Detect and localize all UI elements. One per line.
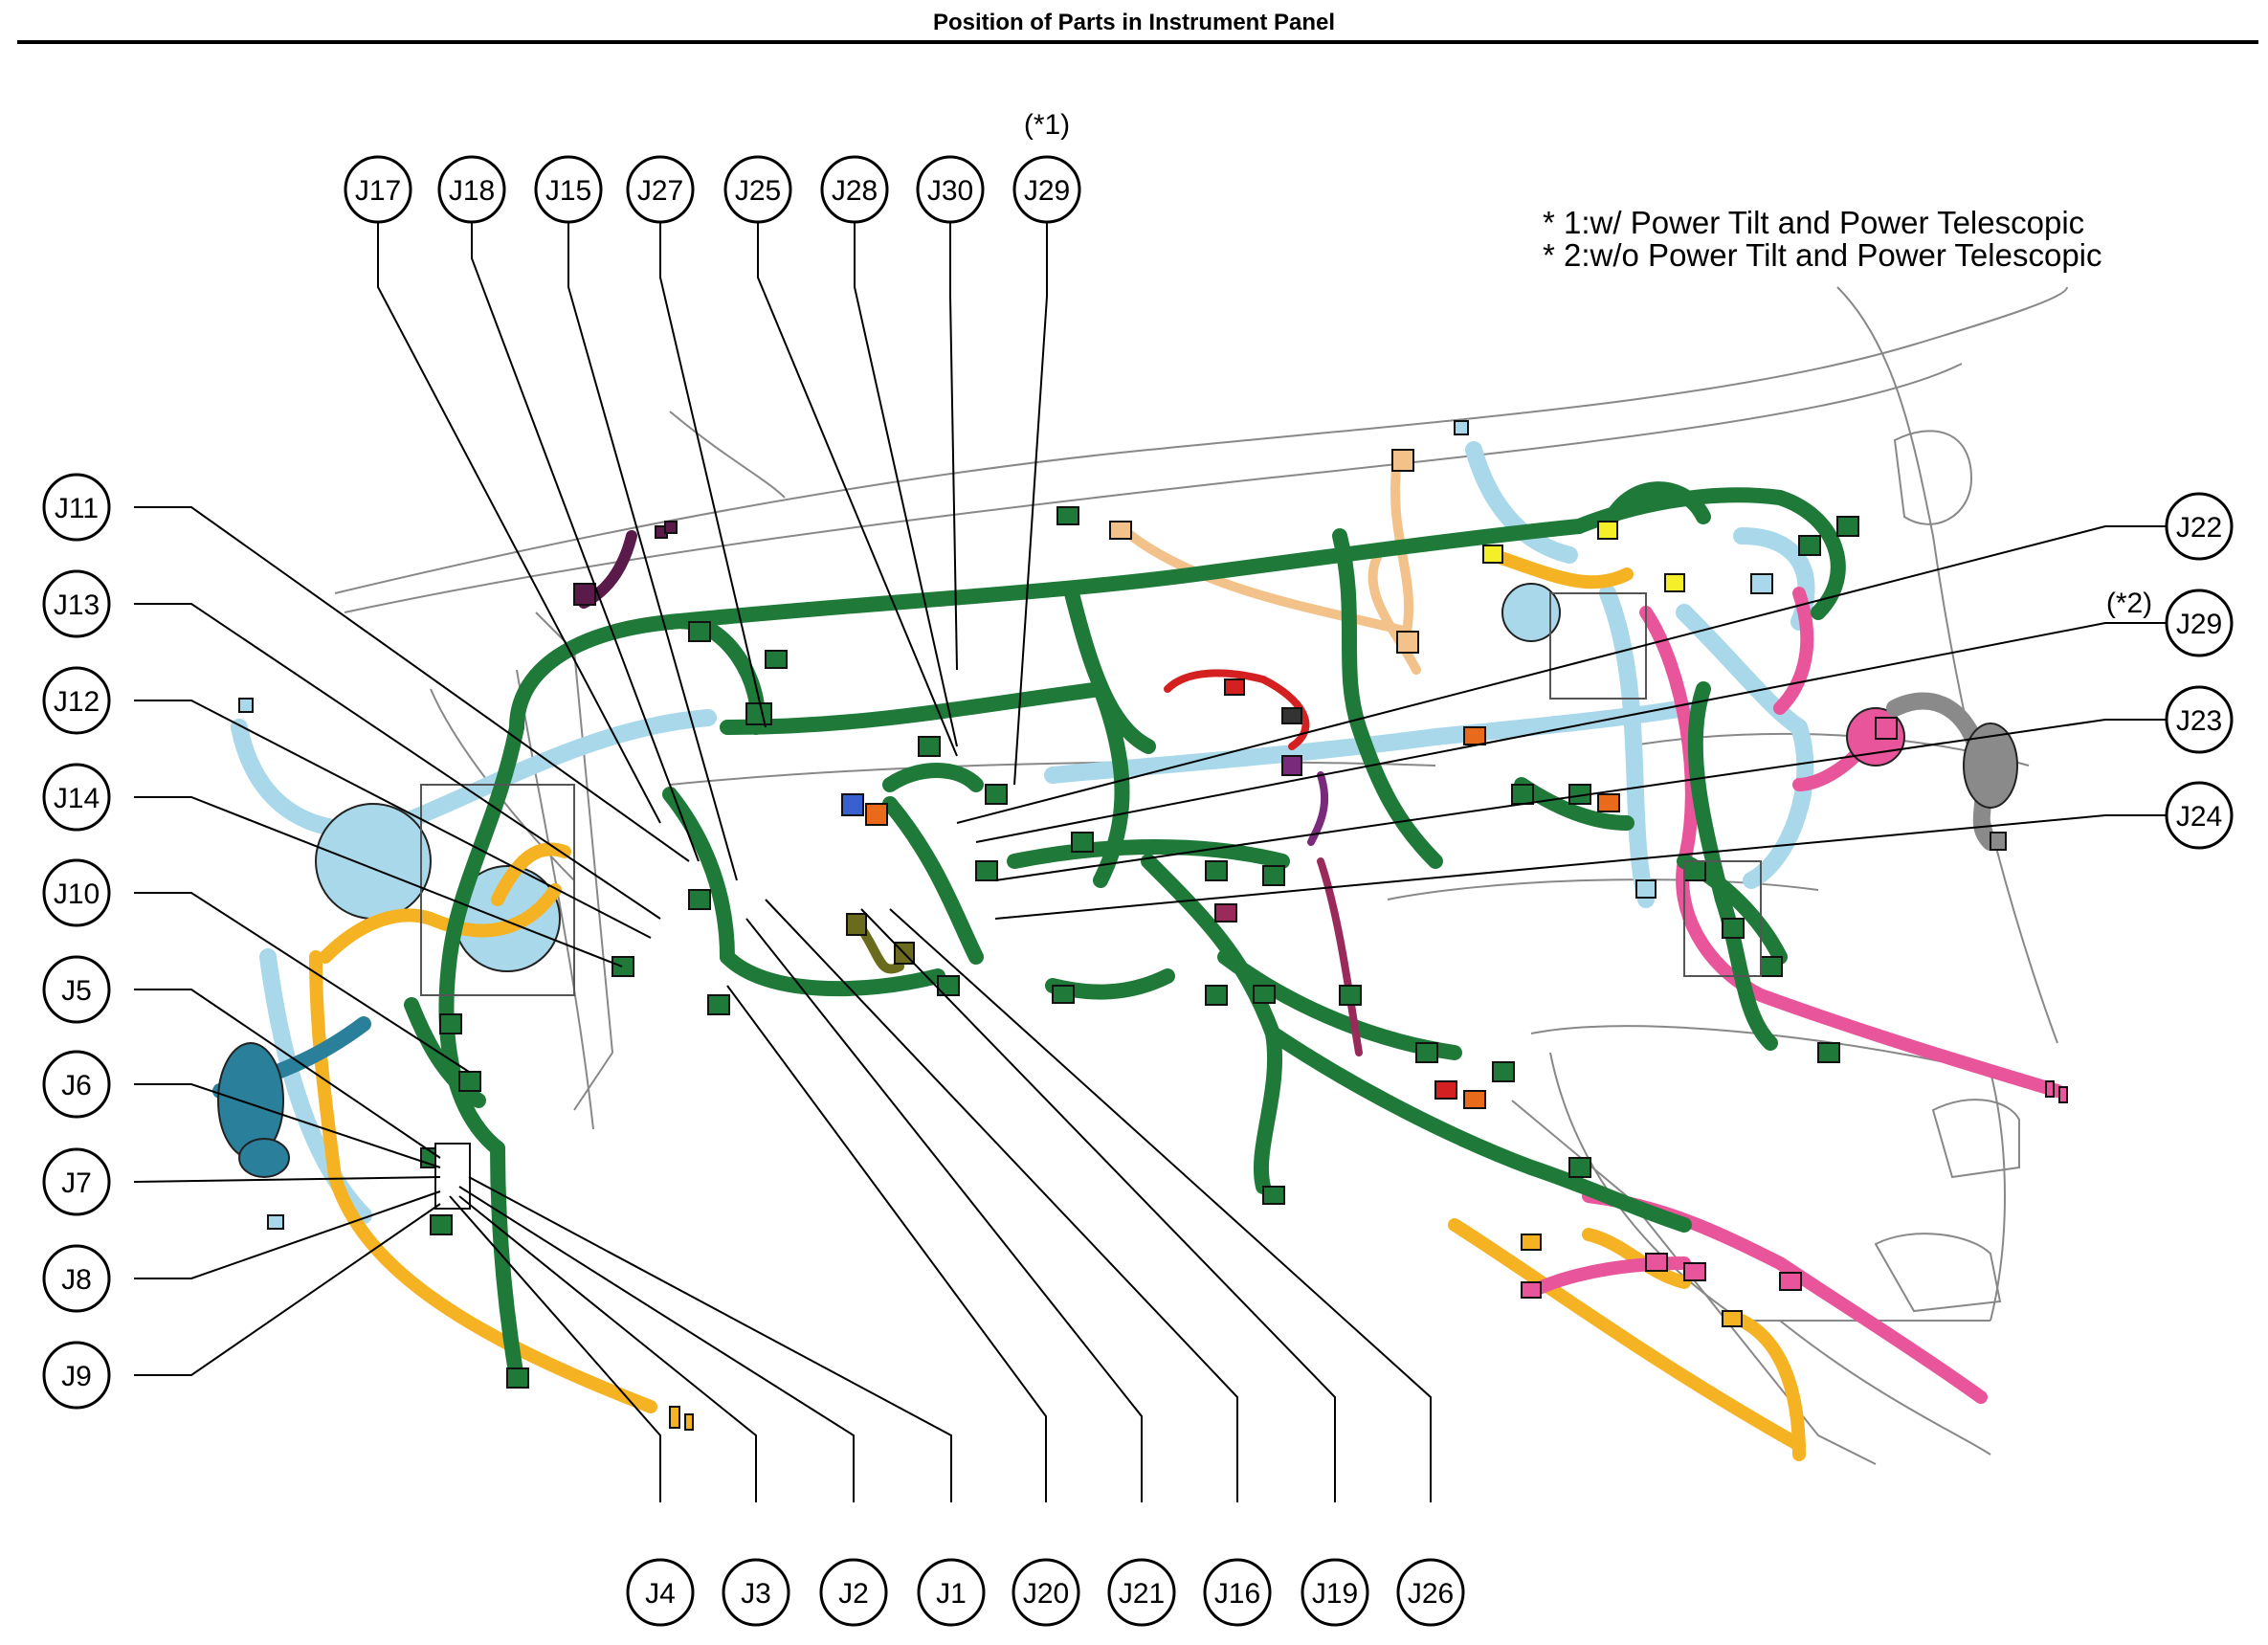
callout-J5[interactable]: J5 bbox=[42, 955, 111, 1024]
callout-label: J5 bbox=[61, 975, 92, 1007]
callout-label: J6 bbox=[61, 1070, 92, 1101]
callout-J9[interactable]: J9 bbox=[42, 1341, 111, 1410]
callout-label: J13 bbox=[54, 589, 100, 621]
green-connector-blocks bbox=[420, 516, 1859, 1389]
callout-J7[interactable]: J7 bbox=[42, 1147, 111, 1216]
variant-marker-1: (*1) bbox=[1024, 109, 1070, 141]
callout-J17[interactable]: J17 bbox=[344, 155, 412, 224]
callout-J14[interactable]: J14 bbox=[42, 763, 111, 832]
callout-J20[interactable]: J20 bbox=[1012, 1558, 1080, 1627]
variant-marker-2: (*2) bbox=[2106, 588, 2152, 619]
callout-label: J26 bbox=[1408, 1578, 1454, 1610]
callout-J15[interactable]: J15 bbox=[534, 155, 603, 224]
callout-label: J16 bbox=[1214, 1578, 1260, 1610]
callout-J19[interactable]: J19 bbox=[1301, 1558, 1369, 1627]
callout-label: J21 bbox=[1119, 1578, 1165, 1610]
callout-label: J7 bbox=[61, 1167, 92, 1199]
callout-label: J30 bbox=[927, 175, 973, 207]
note-power-tilt: * 1:w/ Power Tilt and Power Telescopic bbox=[1543, 205, 2085, 240]
callout-label: J27 bbox=[637, 175, 683, 207]
callout-J6[interactable]: J6 bbox=[42, 1050, 111, 1119]
grommet-left bbox=[217, 1042, 290, 1178]
callout-label: J23 bbox=[2176, 705, 2222, 737]
callout-label: J4 bbox=[645, 1578, 676, 1610]
callout-label: J25 bbox=[735, 175, 781, 207]
callout-J3[interactable]: J3 bbox=[722, 1558, 790, 1627]
leader-lines bbox=[133, 216, 2172, 1502]
callout-label: J8 bbox=[61, 1264, 92, 1296]
callout-label: J10 bbox=[54, 878, 100, 910]
callout-label: J14 bbox=[54, 783, 100, 814]
callout-J16[interactable]: J16 bbox=[1203, 1558, 1272, 1627]
callout-J21[interactable]: J21 bbox=[1107, 1558, 1176, 1627]
callout-label: J19 bbox=[1312, 1578, 1358, 1610]
callout-J18[interactable]: J18 bbox=[437, 155, 506, 224]
callout-label: J28 bbox=[832, 175, 878, 207]
callout-label: J2 bbox=[838, 1578, 869, 1610]
callout-J1[interactable]: J1 bbox=[917, 1558, 986, 1627]
callout-J24[interactable]: J24 bbox=[2165, 781, 2234, 850]
callout-J10[interactable]: J10 bbox=[42, 858, 111, 927]
callout-label: J17 bbox=[355, 175, 401, 207]
callout-label: J11 bbox=[55, 493, 99, 524]
callout-J11[interactable]: J11 bbox=[42, 473, 111, 542]
callout-J28[interactable]: J28 bbox=[820, 155, 889, 224]
page-title: Position of Parts in Instrument Panel bbox=[932, 10, 1336, 35]
title-rule bbox=[17, 40, 2258, 44]
note-no-power-tilt: * 2:w/o Power Tilt and Power Telescopic bbox=[1543, 237, 2102, 273]
callout-label: J15 bbox=[545, 175, 591, 207]
callout-J13[interactable]: J13 bbox=[42, 569, 111, 638]
callout-J22[interactable]: J22 bbox=[2165, 492, 2234, 561]
callout-J23[interactable]: J23 bbox=[2165, 685, 2234, 754]
harness-yellow bbox=[309, 548, 1806, 1461]
callout-label: J1 bbox=[936, 1578, 967, 1610]
callout-label: J3 bbox=[741, 1578, 771, 1610]
callout-J29-wo-power-tilt[interactable]: J29 bbox=[2165, 589, 2234, 657]
callout-J8[interactable]: J8 bbox=[42, 1244, 111, 1313]
callout-J25[interactable]: J25 bbox=[723, 155, 792, 224]
callout-J30[interactable]: J30 bbox=[916, 155, 985, 224]
callout-J2[interactable]: J2 bbox=[819, 1558, 888, 1627]
callout-label: J20 bbox=[1023, 1578, 1069, 1610]
callout-label: J18 bbox=[449, 175, 495, 207]
callout-J26[interactable]: J26 bbox=[1396, 1558, 1465, 1627]
callout-label: J29 bbox=[1024, 175, 1070, 207]
callout-J29-w-power-tilt[interactable]: J29 bbox=[1012, 155, 1081, 224]
callout-label: J24 bbox=[2176, 801, 2222, 833]
harness-gray bbox=[1886, 692, 2018, 851]
blower-ducts bbox=[315, 583, 1561, 972]
callout-J27[interactable]: J27 bbox=[626, 155, 695, 224]
callout-J4[interactable]: J4 bbox=[626, 1558, 695, 1627]
callout-label: J9 bbox=[61, 1361, 92, 1392]
callout-J12[interactable]: J12 bbox=[42, 666, 111, 735]
callout-label: J29 bbox=[2176, 609, 2222, 640]
callout-label: J22 bbox=[2176, 512, 2222, 544]
callout-label: J12 bbox=[54, 686, 100, 718]
